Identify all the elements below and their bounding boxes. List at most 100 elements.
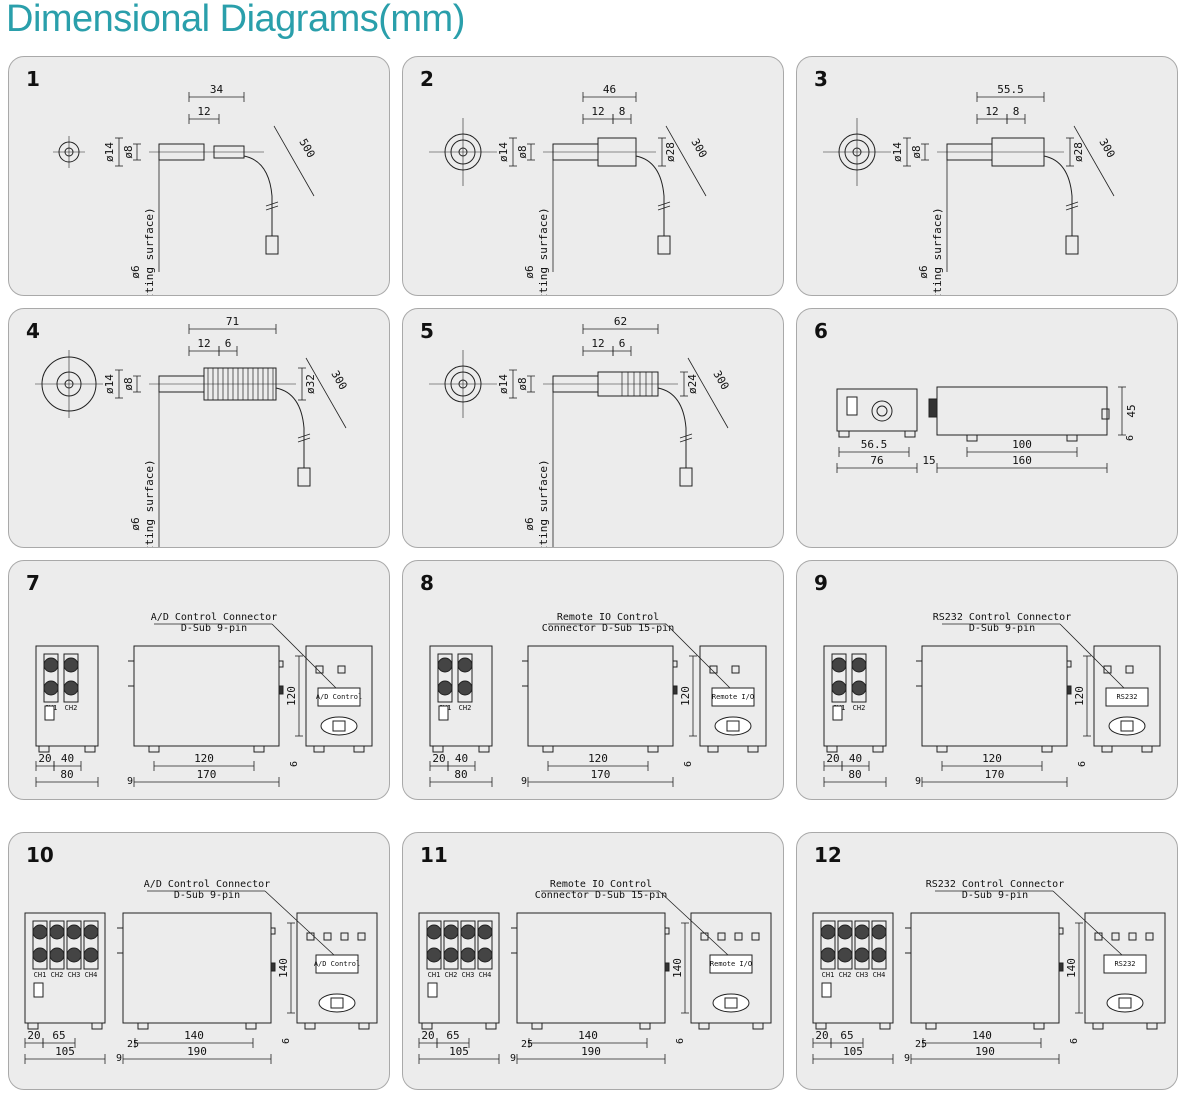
foot xyxy=(966,434,978,442)
dimension-label: 105 xyxy=(55,1045,75,1058)
emit-surface-label: (Emitting surface) xyxy=(143,207,156,296)
dimension-label: 12 xyxy=(197,337,210,350)
dimension-label: 80 xyxy=(60,768,73,781)
break-mark xyxy=(679,433,693,439)
connector-callout-title: RS232 Control Connector xyxy=(933,612,1071,623)
dimension-label: 9 xyxy=(521,776,527,787)
dimension-label: ø28 xyxy=(664,142,677,162)
connector-plate-label: Remote I/O xyxy=(712,693,754,701)
side-tab xyxy=(664,962,670,972)
dsub-connector xyxy=(709,954,753,974)
side-body xyxy=(936,386,1108,436)
dimension-label: 120 xyxy=(194,752,214,765)
dimension-label: 100 xyxy=(1012,438,1032,451)
dimension-label: 80 xyxy=(454,768,467,781)
dimension-label: 12 xyxy=(985,105,998,118)
dimension-line xyxy=(687,357,729,429)
dimension-label: ø14 xyxy=(891,142,904,162)
dimension-label: 12 xyxy=(591,105,604,118)
dial-icon xyxy=(854,947,870,963)
break-mark xyxy=(297,437,311,443)
dial-icon xyxy=(49,924,65,940)
dimension-label: 140 xyxy=(671,958,684,978)
power-inlet-socket xyxy=(726,720,740,732)
dimension-line xyxy=(305,357,347,429)
foot xyxy=(707,745,719,753)
foot xyxy=(838,430,850,438)
foot xyxy=(432,745,444,753)
foot xyxy=(91,1022,103,1030)
panel-number: 11 xyxy=(420,843,448,867)
cable xyxy=(243,155,273,236)
connector-callout-subtitle: Connector D-Sub 15-pin xyxy=(542,623,674,634)
power-switch xyxy=(427,982,438,998)
channel-frame xyxy=(837,920,853,970)
connector-callout-subtitle: D-Sub 9-pin xyxy=(174,890,240,901)
channel-port-icon xyxy=(734,932,743,941)
foot xyxy=(925,1022,937,1030)
dimension-label: 20 xyxy=(421,1029,434,1042)
dimension-label: 6 xyxy=(1125,435,1136,441)
front-panel xyxy=(35,645,99,747)
dimension-label: 40 xyxy=(849,752,862,765)
side-body xyxy=(527,645,674,747)
dimension-label: 9 xyxy=(915,776,921,787)
channel-frame xyxy=(871,920,887,970)
channel-port-icon xyxy=(315,665,324,674)
dimension-label: 140 xyxy=(1065,958,1078,978)
foot xyxy=(1101,745,1113,753)
dimension-label: 15 xyxy=(922,454,935,467)
power-inlet xyxy=(1106,993,1144,1013)
dial-icon xyxy=(437,680,453,696)
channel-label: CH2 xyxy=(51,971,64,979)
foot xyxy=(137,1022,149,1030)
channel-label: CH4 xyxy=(479,971,492,979)
dial-icon xyxy=(831,657,847,673)
foot xyxy=(1033,1022,1045,1030)
dimension-label: 6 xyxy=(1077,761,1088,767)
foot xyxy=(936,745,948,753)
dimension-label: 20 xyxy=(38,752,51,765)
diagram-panel-9: 9CH1CH220408012017091206RS232RS232 Contr… xyxy=(796,560,1178,800)
channel-port-icon xyxy=(709,665,718,674)
dial-icon xyxy=(851,657,867,673)
panel-number: 2 xyxy=(420,67,434,91)
cable-connector xyxy=(297,467,311,487)
power-switch xyxy=(438,705,449,721)
dimension-label: 9 xyxy=(510,1053,516,1064)
dimension-label: 120 xyxy=(1073,686,1086,706)
connector-callout-subtitle: D-Sub 9-pin xyxy=(181,623,247,634)
dimension-label: 12 xyxy=(197,105,210,118)
dial-icon xyxy=(820,947,836,963)
foot xyxy=(304,1022,316,1030)
dimension-label: 6 xyxy=(225,337,232,350)
break-mark xyxy=(265,201,279,207)
side-tab xyxy=(278,660,284,668)
dimension-label: 62 xyxy=(614,315,627,328)
emit-diameter-label: ø6 xyxy=(523,265,536,278)
dial-icon xyxy=(854,924,870,940)
dimension-label: ø8 xyxy=(516,377,529,390)
dimension-label: 8 xyxy=(619,105,626,118)
power-inlet-socket xyxy=(724,997,738,1009)
dial-icon xyxy=(460,924,476,940)
dimension-label: ø14 xyxy=(497,142,510,162)
side-tab xyxy=(672,660,678,668)
dimension-label: 20 xyxy=(432,752,445,765)
panel-number: 3 xyxy=(814,67,828,91)
dimension-label: 20 xyxy=(815,1029,828,1042)
channel-frame xyxy=(83,920,99,970)
front-panel xyxy=(24,912,106,1024)
foot xyxy=(698,1022,710,1030)
dial-icon xyxy=(32,947,48,963)
side-knob xyxy=(928,398,938,418)
foot xyxy=(639,1022,651,1030)
dimension-line xyxy=(665,125,707,197)
dimension-label: 46 xyxy=(603,83,616,96)
rear-panel xyxy=(699,645,767,747)
foot xyxy=(27,1022,39,1030)
dimension-line xyxy=(1073,125,1115,197)
